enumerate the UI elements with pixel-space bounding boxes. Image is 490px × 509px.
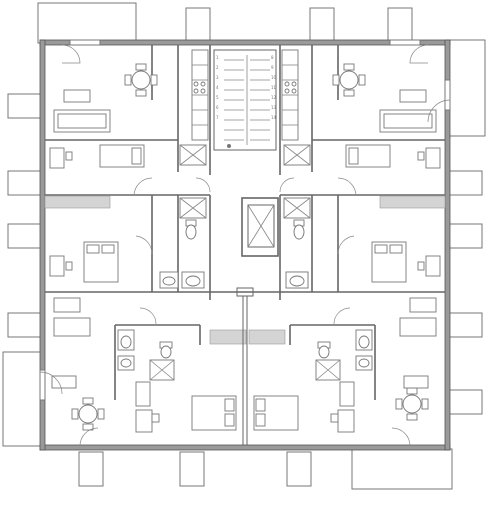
balcony-bottom-right: [351, 448, 453, 490]
beds: [83, 144, 407, 431]
stair-step-number: 9: [271, 65, 274, 70]
stair-marker: [227, 144, 231, 148]
fin-right-2: [447, 223, 483, 249]
fin-left-4: [7, 312, 43, 338]
central-shaft-cap: [236, 287, 254, 297]
showers: [149, 144, 341, 381]
fin-top-2: [309, 7, 335, 42]
fin-top-3: [387, 7, 413, 42]
stair-step-number: 10: [271, 75, 277, 80]
stair-step-number: 5: [216, 95, 219, 100]
stair-step-number: 4: [216, 85, 219, 90]
wall-right: [444, 39, 451, 451]
stair-step-number: 2: [216, 65, 219, 70]
window-right-a: [444, 79, 451, 111]
stair-step-number: 8: [271, 55, 274, 60]
window-top-b: [389, 39, 421, 46]
balcony-top-left: [37, 2, 137, 44]
balcony-right: [446, 39, 486, 137]
lift: [241, 197, 279, 257]
sofas: [53, 109, 437, 337]
wall-left: [39, 39, 46, 451]
central-shaft: [242, 295, 248, 446]
stair-step-number: 3: [216, 75, 219, 80]
fin-right-3: [447, 312, 483, 338]
fin-right-4: [447, 389, 483, 415]
stair-step-number: 13: [271, 105, 277, 110]
fin-left-1: [7, 93, 43, 119]
exterior-walls: [39, 39, 451, 451]
stair-step-number: 1: [216, 55, 219, 60]
stair-step-number: 14: [271, 115, 277, 120]
fin-bottom-3: [286, 451, 312, 487]
stair: 1 2 3 4 5 6 7 8 9 10 11 12 13 14: [213, 49, 277, 151]
side-furniture: [51, 89, 429, 389]
stair-step-number: 6: [216, 105, 219, 110]
window-left-a: [39, 369, 46, 401]
corridor-strip-right: [379, 195, 446, 209]
wall-top: [39, 39, 451, 46]
fin-left-3: [7, 223, 43, 249]
corridor-strip-mid-left: [209, 329, 247, 345]
balconies: [2, 2, 486, 490]
fin-bottom-1: [78, 451, 104, 487]
stair-step-number: 12: [271, 95, 277, 100]
window-top-a: [69, 39, 101, 46]
wall-bottom: [39, 444, 451, 451]
stair-step-number: 7: [216, 115, 219, 120]
balcony-left: [2, 351, 44, 447]
fin-bottom-2: [179, 451, 205, 487]
desks: [49, 147, 441, 433]
fin-left-2: [7, 170, 43, 196]
corridor-strip-left: [44, 195, 111, 209]
fin-right-1: [447, 170, 483, 196]
window-fins: [7, 7, 483, 487]
corridor-strip-mid-right: [248, 329, 286, 345]
fin-top-1: [185, 7, 211, 42]
stair-step-number: 11: [271, 85, 277, 90]
sanitary-fixtures: [117, 219, 373, 371]
dining-tables: [71, 63, 429, 431]
door-swings: [39, 44, 451, 447]
kitchen-counters: [191, 49, 299, 141]
